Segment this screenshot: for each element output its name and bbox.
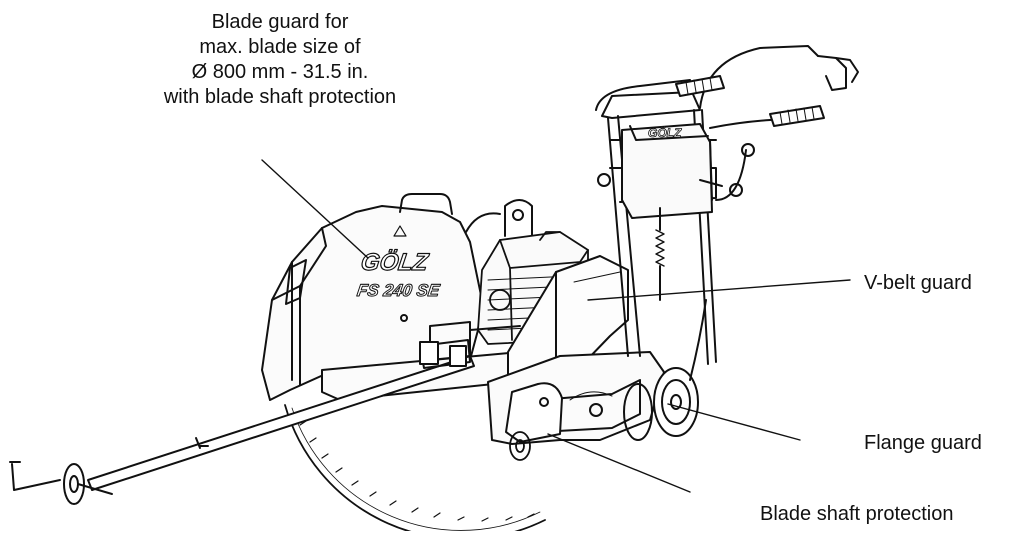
rear-wheel	[623, 367, 699, 441]
leader-blade-shaft	[547, 433, 691, 493]
panel-brand: GÖLZ	[648, 125, 682, 140]
label-blade-guard-line-3: Ø 800 mm - 31.5 in.	[191, 61, 369, 83]
label-v-belt-guard: V-belt guard	[864, 272, 972, 294]
pointer-arm	[9, 339, 475, 505]
label-blade-guard-line-1: Blade guard for	[211, 11, 349, 33]
leader-lines	[261, 159, 851, 493]
handle-mast: GÖLZ	[597, 91, 755, 381]
guard-branding: GÖLZ FS 240 SE	[355, 249, 441, 301]
front-wheel	[509, 431, 531, 461]
label-blade-guard-line-4: with blade shaft protection	[163, 86, 397, 108]
brand-logo: GÖLZ	[359, 249, 431, 276]
label-blade-shaft-protection: Blade shaft protection	[760, 503, 954, 525]
lifting-eye	[465, 199, 533, 237]
label-blade-guard: Blade guard for max. blade size of Ø 800…	[110, 10, 450, 110]
label-blade-guard-line-2: max. blade size of	[199, 36, 361, 58]
leader-v-belt-guard	[587, 279, 851, 301]
leader-flange-guard	[667, 403, 801, 441]
handlebars	[595, 45, 859, 129]
model-badge: FS 240 SE	[356, 281, 441, 300]
leader-blade-guard	[261, 159, 369, 259]
label-flange-guard: Flange guard	[864, 432, 982, 454]
flange-guard-shape	[487, 351, 665, 445]
